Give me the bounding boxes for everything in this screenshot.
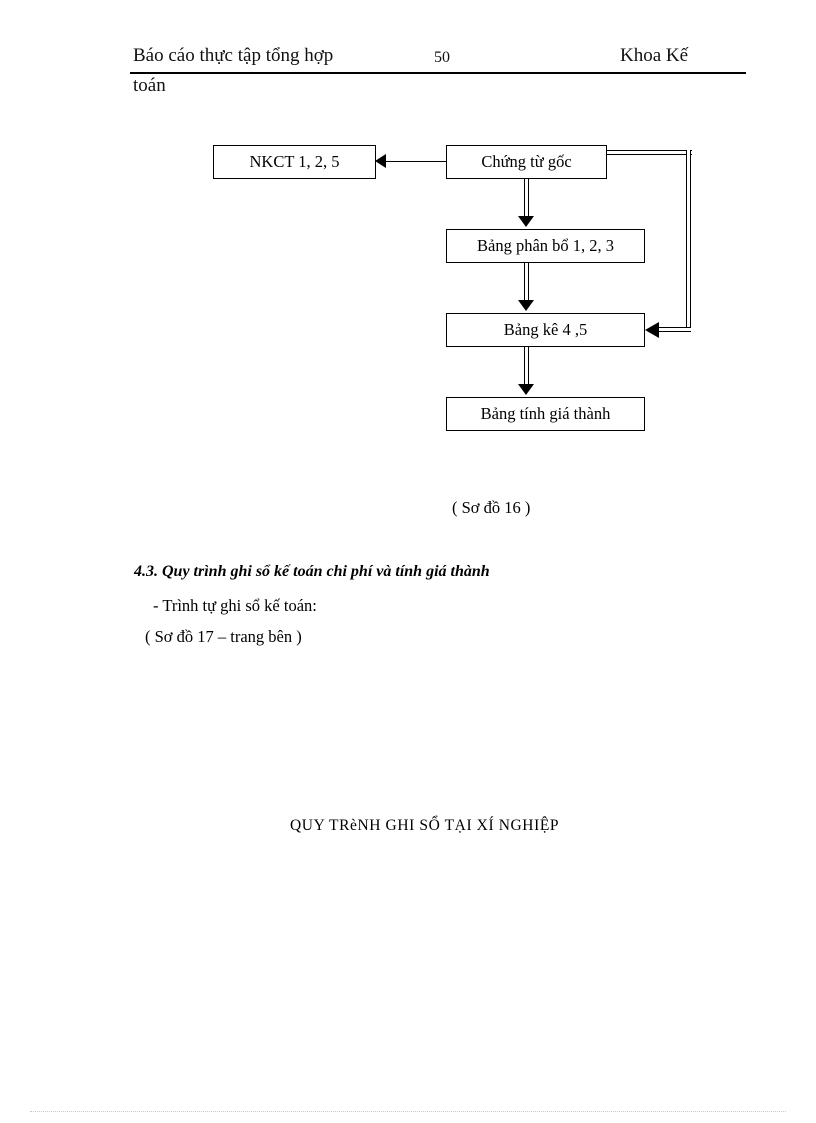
- flow-node-chung-tu-goc: Chứng từ gốc: [446, 145, 607, 179]
- flow-node-nkct: NKCT 1, 2, 5: [213, 145, 376, 179]
- flowchart-so-do-16: NKCT 1, 2, 5 Chứng từ gốc Bảng phân bổ 1…: [0, 0, 816, 470]
- arrowhead-left-icon: [645, 322, 659, 338]
- connector-feedback-right-segment: [686, 150, 691, 330]
- connector-chungtu-to-nkct: [385, 161, 446, 162]
- header-left-title: Báo cáo thực tập tổng hợp: [133, 45, 334, 66]
- flow-node-bang-phan-bo: Bảng phân bổ 1, 2, 3: [446, 229, 645, 263]
- connector-feedback-top-segment: [607, 150, 692, 155]
- section-body-line-1: - Trình tự ghi sổ kế toán:: [153, 596, 317, 615]
- bottom-diagram-title: QUY TRèNH GHI SỔ TẠI XÍ NGHIỆP: [290, 817, 560, 834]
- arrowhead-down-icon: [518, 216, 534, 227]
- connector-chungtu-to-phanbo: [524, 179, 529, 219]
- header-second-line: toán: [133, 75, 166, 96]
- header-right-title: Khoa Kế: [620, 45, 689, 66]
- connector-bangke-to-giathanh: [524, 347, 529, 387]
- header-divider-rule: [130, 72, 746, 74]
- figure-caption-so-do-16: ( Sơ đồ 16 ): [452, 498, 531, 517]
- section-body-line-2: ( Sơ đồ 17 – trang bên ): [145, 627, 302, 646]
- page-header: Báo cáo thực tập tổng hợp 50 Khoa Kế toá…: [0, 44, 816, 104]
- connector-feedback-bottom-segment: [658, 327, 691, 332]
- arrowhead-left-icon: [375, 154, 386, 168]
- arrowhead-down-icon: [518, 300, 534, 311]
- header-page-number: 50: [434, 49, 450, 66]
- flow-node-bang-ke: Bảng kê 4 ,5: [446, 313, 645, 347]
- page-bottom-scan-line: [30, 1111, 786, 1112]
- connector-phanbo-to-bangke: [524, 263, 529, 303]
- section-heading-4-3: 4.3. Quy trình ghi sổ kế toán chi phí và…: [134, 563, 490, 580]
- flow-node-bang-tinh-gia-thanh: Bảng tính giá thành: [446, 397, 645, 431]
- arrowhead-down-icon: [518, 384, 534, 395]
